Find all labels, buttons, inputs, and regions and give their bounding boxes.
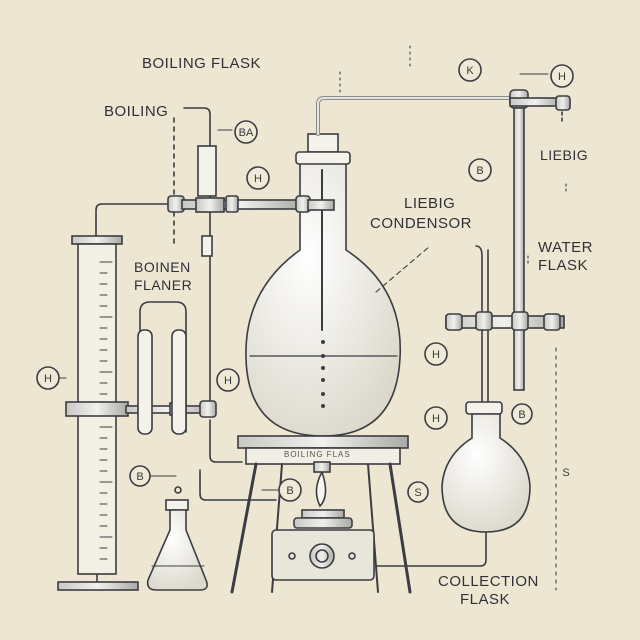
upper-left-tubing [95,107,303,401]
tag-h-right1: H [432,349,440,361]
tag-h-top-right: H [558,71,566,83]
tag-b-lower-right: B [518,409,525,421]
label-boiling: BOILING [104,103,169,120]
tag-s-bottom: S [414,487,421,499]
tag-k: K [466,65,474,77]
tag-ba: BA [239,127,254,139]
label-flask: FLASK [538,257,589,274]
label-boinen: BOINEN [134,259,191,275]
label-water: WATER [538,239,593,256]
label-boiling-flask-top: BOILING FLASK [142,55,262,72]
tag-b-bottom-left: B [136,471,143,483]
tag-h-clamp: H [254,173,262,185]
label-collection: COLLECTION [438,573,539,590]
label-condensor: CONDENSOR [370,215,473,232]
tag-h-right2: H [432,413,440,425]
tripod-stand [230,435,412,594]
bunsen-burner [271,461,375,581]
erlenmeyer-flask [146,486,208,591]
tag-h-left: H [44,373,52,385]
u-tubes [137,301,187,435]
label-liebig: LIEBIG [404,195,456,212]
label-collection-flask: FLASK [460,591,511,608]
lower-pipes [199,419,277,501]
collection-assembly [375,245,565,567]
label-flaner: FLANER [134,277,193,293]
tag-scale-mark: S [562,467,569,479]
top-condenser-pipe [316,89,571,391]
label-stand-plate: BOILING FLAS [284,450,351,459]
leader-lines [55,45,567,591]
tag-markers [36,58,574,503]
tag-h-mid: H [224,375,232,387]
tag-b-right: B [476,165,483,177]
tag-b-bottom-mid: B [286,485,293,497]
label-liebig-right: LIEBIG [540,147,589,163]
tag-letters: K H BA H B H H H H B B B S S [44,65,570,499]
